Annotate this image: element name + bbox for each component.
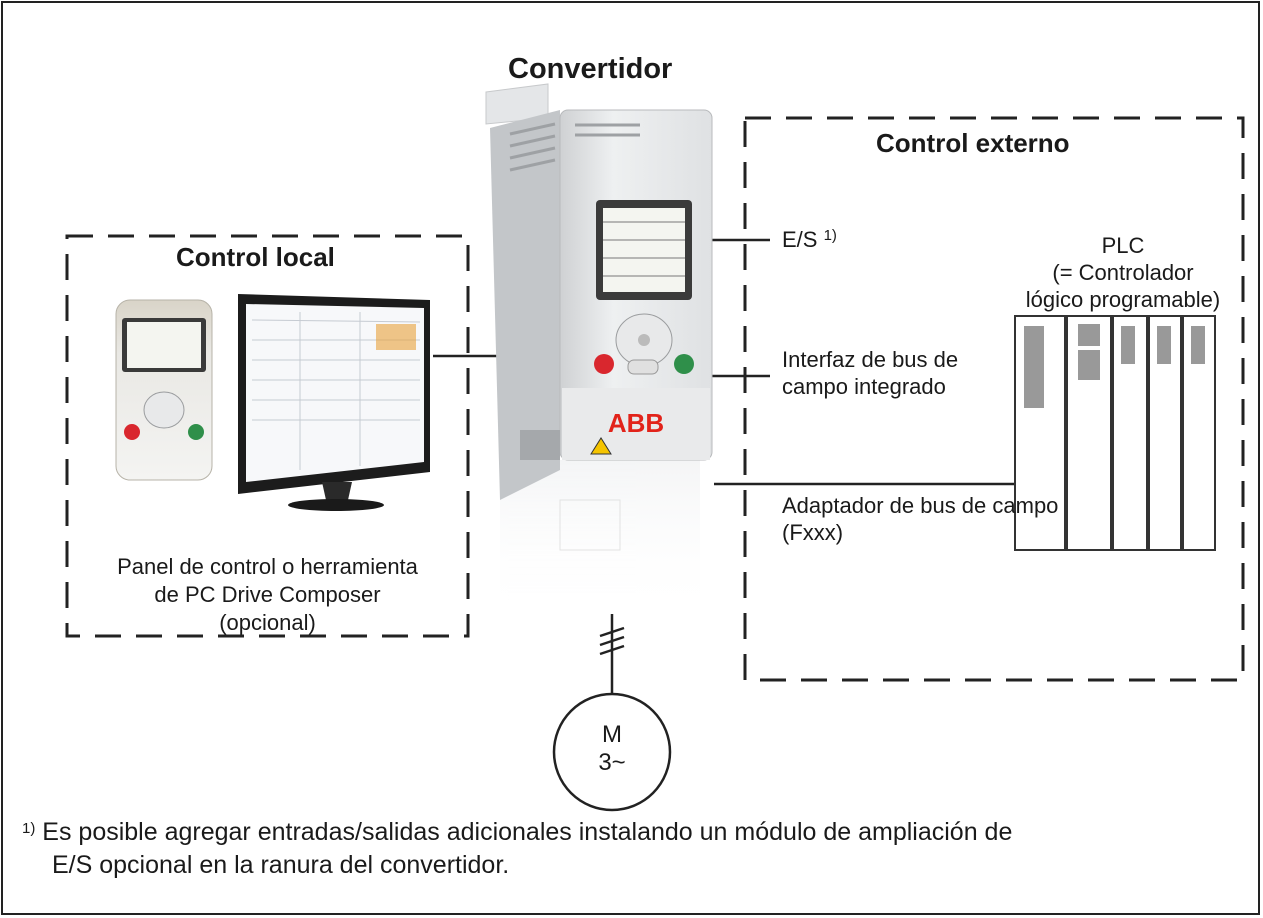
io-label: E/S 1)	[782, 227, 837, 252]
fieldbus-adapter-label: Adaptador de bus de campo (Fxxx)	[782, 493, 1059, 545]
local-control-title: Control local	[176, 242, 335, 272]
local-control-description: Panel de control o herramienta de PC Dri…	[117, 554, 418, 635]
control-panel-illustration	[115, 299, 213, 481]
local-control-box	[65, 234, 470, 638]
plc-rack	[1014, 315, 1216, 551]
pc-monitor-illustration	[238, 294, 430, 511]
plc-modules	[1024, 324, 1205, 408]
abb-logo: ABB	[608, 408, 664, 438]
drive-reflection	[500, 460, 700, 620]
drive-title: Convertidor	[508, 53, 673, 85]
footnote: 1) Es posible agregar entradas/salidas a…	[22, 818, 1013, 879]
footnote-number: 1)	[22, 820, 36, 837]
external-control-box	[743, 116, 1245, 682]
fieldbus-integrated-label: Interfaz de bus de campo integrado	[782, 347, 959, 399]
external-control-title: Control externo	[876, 128, 1070, 158]
drive-illustration: ABB	[485, 83, 713, 500]
motor-symbol	[552, 692, 672, 812]
motor-label: M 3~	[598, 721, 626, 776]
footnote-mark: 1)	[823, 227, 837, 244]
plc-label: PLC (= Controlador lógico programable)	[1025, 233, 1221, 312]
